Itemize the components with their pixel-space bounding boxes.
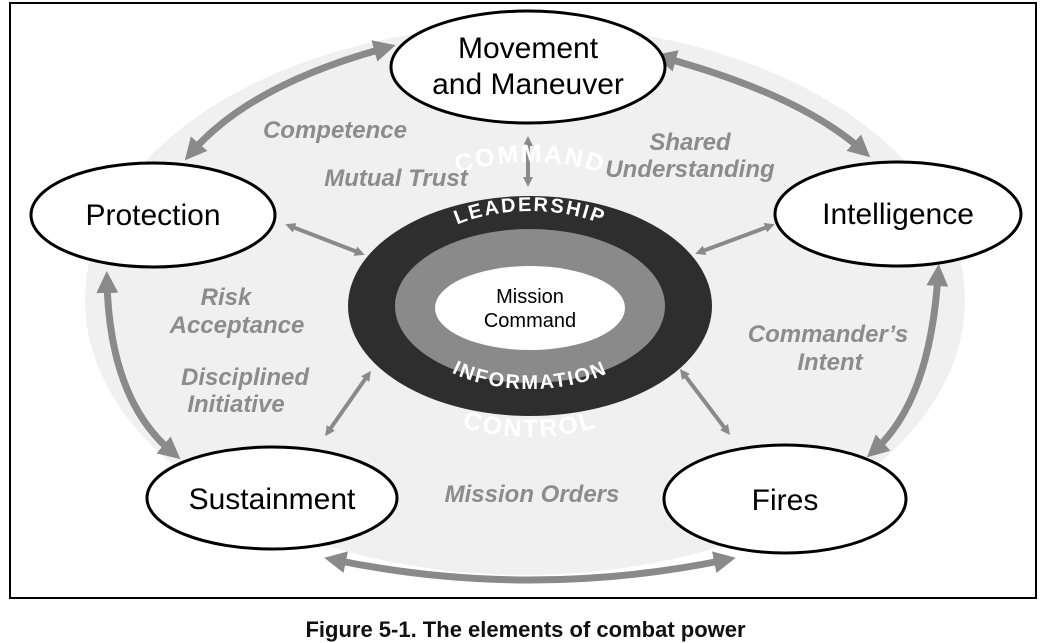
node-fires-label: Fires	[752, 484, 819, 517]
label-intent-line2: Intent	[797, 349, 863, 376]
spoke-right	[695, 223, 775, 255]
label-risk-line2: Acceptance	[169, 312, 305, 339]
label-disciplined-line1: Disciplined	[181, 364, 310, 391]
outer-arrows	[96, 40, 949, 584]
label-risk-line1: Risk	[201, 284, 253, 311]
node-protection: Protection	[29, 161, 277, 269]
node-movement-line1: Movement	[458, 32, 599, 65]
mission-command-line2: Command	[484, 310, 576, 332]
arrow-left-to-bottom-left	[96, 271, 181, 460]
spoke-bottom-left	[325, 370, 371, 437]
diagram-stage: Movement and Maneuver Protection Intelli…	[9, 2, 1037, 642]
label-mission-orders: Mission Orders	[445, 481, 620, 508]
label-shared-line2: Understanding	[605, 156, 775, 183]
arrow-bottom	[324, 551, 736, 584]
figure-frame	[9, 2, 1037, 599]
node-movement-line2: and Maneuver	[432, 68, 624, 101]
mission-command-line1: Mission	[496, 286, 564, 308]
node-sustainment-label: Sustainment	[189, 483, 356, 516]
spoke-arrows	[285, 136, 775, 437]
combat-power-diagram: Movement and Maneuver Protection Intelli…	[29, 9, 1023, 584]
node-protection-label: Protection	[85, 199, 220, 232]
node-intelligence-label: Intelligence	[822, 198, 974, 231]
figure-caption: Figure 5-1. The elements of combat power	[305, 617, 746, 642]
principle-labels: Competence Mutual Trust Shared Understan…	[169, 117, 909, 508]
label-mutual-trust: Mutual Trust	[324, 165, 469, 192]
inner-ellipse	[435, 266, 625, 350]
arrow-top-to-left	[184, 40, 396, 161]
arrow-top-to-right	[654, 50, 871, 158]
center-rings: COMMAND CONTROL LEADERSHIP INFORMATION M…	[348, 140, 712, 443]
label-disciplined-line2: Initiative	[187, 391, 284, 418]
arrow-right-to-bottom-right	[866, 264, 949, 458]
label-intent-line1: Commander’s	[748, 321, 909, 348]
spoke-bottom-right	[679, 369, 731, 435]
node-intelligence: Intelligence	[773, 160, 1023, 268]
node-movement-maneuver: Movement and Maneuver	[389, 9, 667, 125]
spoke-left	[285, 223, 365, 256]
node-fires: Fires	[662, 443, 908, 555]
node-sustainment: Sustainment	[145, 445, 399, 551]
label-shared-line1: Shared	[649, 129, 732, 156]
label-competence: Competence	[263, 117, 407, 144]
